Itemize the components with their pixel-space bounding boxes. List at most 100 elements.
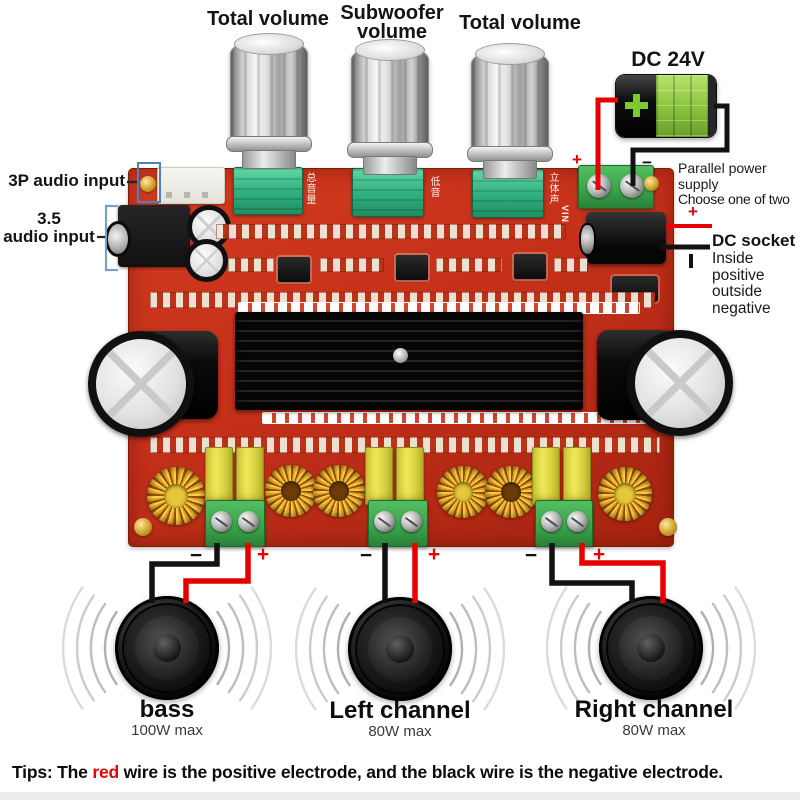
toroid-inductor [598, 467, 652, 521]
battery-plus-icon [625, 94, 648, 117]
speaker-dome [153, 634, 181, 662]
sound-wave-arc [216, 610, 231, 686]
label-left-channel: Left channel 80W max [310, 698, 490, 740]
tips-bar: Tips: The red wire is the positive elect… [0, 762, 800, 783]
speaker-terminal-bass [205, 500, 265, 547]
ic-chip-1 [278, 257, 310, 282]
knob-nut [363, 156, 417, 175]
label-35-line2: audio input [3, 227, 95, 246]
label-dc-socket: DC socket [712, 231, 796, 250]
sound-wave-arc [472, 595, 492, 703]
label-right-channel: Right channel 80W max [558, 697, 750, 739]
smd-row [216, 224, 566, 239]
film-capacitor [205, 447, 233, 505]
connector-3p-pins [166, 192, 214, 198]
parallel-line1: Parallel power [678, 160, 767, 176]
knob-body [351, 46, 429, 146]
speaker-power: 80W max [368, 723, 432, 740]
dc-desc-line: positive [712, 266, 765, 284]
audio-jack-opening [105, 221, 131, 257]
knob-total-volume-right [467, 43, 553, 179]
left-minus-sign: − [359, 544, 373, 567]
speaker-right-channel [599, 596, 703, 700]
sound-wave-arc [700, 610, 715, 686]
knob-body [230, 40, 308, 140]
label-knob-left: Total volume [207, 8, 329, 30]
terminal-screw [567, 511, 588, 532]
parallel-line2: supply [678, 175, 719, 192]
label-35-audio-input: 3.5 audio input [2, 210, 96, 246]
toroid-inductor [147, 467, 205, 525]
toroid-center [452, 481, 474, 503]
label-knob-middle-line1: Subwoofer [340, 2, 444, 24]
sound-wave-arc [483, 587, 506, 711]
solder-pad-row [262, 412, 654, 424]
sound-wave-arc [711, 602, 729, 694]
toroid-center [614, 483, 636, 505]
dc-socket-plus-sign: + [688, 202, 698, 221]
sound-wave-arc [559, 594, 579, 702]
label-35-line1: 3.5 [37, 209, 61, 228]
heatsink-screw [393, 348, 408, 363]
sound-wave-arc [308, 595, 328, 703]
label-dc-socket-desc: Inside positive outside negative [712, 250, 800, 317]
film-capacitor [396, 447, 424, 505]
knob-total-volume-left [226, 33, 312, 169]
battery-dc24v-icon [615, 74, 717, 138]
toroid-center [500, 481, 522, 503]
dc-desc-line: negative [712, 299, 771, 317]
terminal-screw [541, 511, 562, 532]
film-capacitor [563, 447, 591, 505]
toroid-inductor [313, 465, 365, 517]
bass-plus-sign: + [256, 543, 270, 566]
battery-positive-section [656, 75, 708, 137]
mounting-hole-top-right [644, 176, 659, 191]
tips-red-word: red [92, 762, 119, 782]
tips-prefix: Tips: The [12, 762, 93, 782]
label-parallel-power: Parallel power supply Choose one of two [678, 160, 800, 208]
toroid-center [280, 480, 302, 502]
toroid-inductor [485, 466, 537, 518]
knob-nut [483, 160, 537, 179]
toroid-inductor [265, 465, 317, 517]
terminal-screw [620, 174, 644, 198]
speaker-bass [115, 596, 219, 700]
power-plus-sign: + [572, 150, 582, 169]
dc-desc-line: Inside [712, 250, 754, 267]
sound-wave-arc [250, 586, 273, 710]
label-bass: bass 100W max [95, 697, 239, 739]
sound-wave-arc [239, 594, 259, 702]
knob-body [471, 50, 549, 150]
silk-pot2-label: 低音 [428, 176, 439, 198]
mounting-screw-bottom-left [134, 518, 152, 536]
heatsink [235, 312, 583, 410]
filter-capacitor-left [88, 331, 194, 437]
power-minus-sign: − [642, 153, 652, 172]
left-plus-sign: + [427, 543, 441, 566]
label-knob-middle-line2: volume [356, 21, 428, 43]
sound-wave-arc [545, 586, 568, 710]
toroid-center [328, 480, 350, 502]
sound-wave-arc [449, 611, 464, 687]
tips-suffix: wire is the positive electrode, and the … [118, 762, 723, 782]
silk-pot1-label: 总音量 [304, 172, 315, 205]
knob-subwoofer-volume [347, 39, 433, 175]
ic-chip-2 [396, 255, 428, 280]
terminal-screw [587, 174, 611, 198]
potentiometer-2 [352, 168, 424, 217]
speaker-dome [386, 635, 414, 663]
sound-wave-arc [322, 603, 340, 695]
knob-top [355, 39, 425, 61]
speaker-power: 100W max [131, 722, 203, 739]
knob-top [234, 33, 304, 55]
sound-wave-arc [294, 587, 317, 711]
sound-wave-arc [460, 603, 478, 695]
sound-wave-arc [227, 602, 245, 694]
knob-top [475, 43, 545, 65]
ic-chip-3 [514, 254, 546, 279]
terminal-screw [211, 511, 232, 532]
right-plus-sign: + [592, 543, 606, 566]
potentiometer-1 [233, 167, 303, 215]
terminal-screw [401, 511, 422, 532]
sound-wave-arc [723, 594, 743, 702]
